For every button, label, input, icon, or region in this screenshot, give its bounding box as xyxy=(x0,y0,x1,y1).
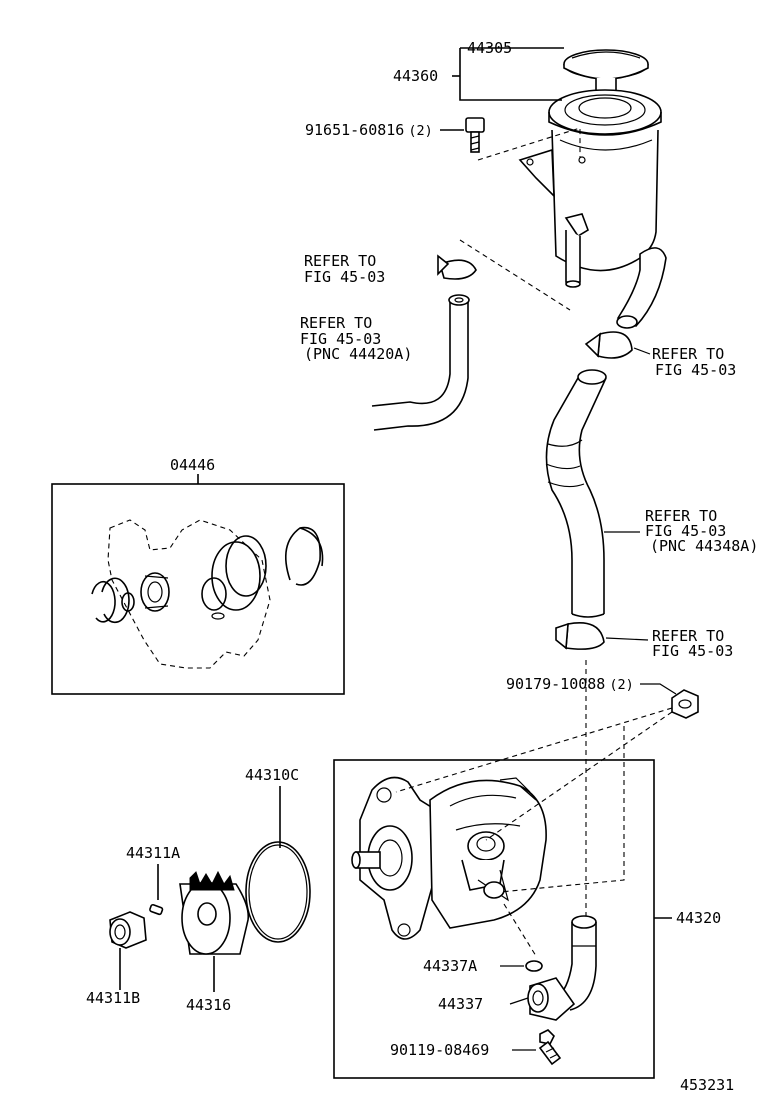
label-44320: 44320 xyxy=(676,909,721,927)
label-44360: 44360 xyxy=(393,67,438,85)
ref-clamp-right-lower-line1: REFER TO xyxy=(652,627,724,645)
label-44310C: 44310C xyxy=(245,766,299,784)
reservoir-tank[interactable] xyxy=(518,89,667,329)
leader-clamp-right-upper xyxy=(633,347,651,355)
label-90179-10088: 90179-10088(2) xyxy=(506,675,634,693)
leader-cap-reservoir xyxy=(452,47,564,101)
label-44337: 44337 xyxy=(438,995,483,1013)
clamp-right-upper[interactable] xyxy=(584,331,633,359)
ref-hose-left-line2: FIG 45-03 xyxy=(300,330,381,348)
pump-body[interactable] xyxy=(351,776,547,940)
label-90119-08469: 90119-08469 xyxy=(390,1041,489,1059)
hose-right[interactable] xyxy=(545,369,607,618)
label-44311B: 44311B xyxy=(86,989,140,1007)
label-44311A: 44311A xyxy=(126,844,180,862)
hose-left[interactable] xyxy=(371,294,470,431)
leader-union xyxy=(509,997,529,1005)
label-91651-60816: 91651-60816(2) xyxy=(305,121,433,139)
ref-hose-right-line2: FIG 45-03 xyxy=(645,522,726,540)
clamp-upper-left[interactable] xyxy=(437,254,477,280)
pump-nut[interactable] xyxy=(671,689,699,719)
ref-clamp-upper-left-line1: REFER TO xyxy=(304,252,376,270)
reservoir-cap[interactable] xyxy=(563,49,649,105)
pump-assy-box xyxy=(333,759,655,1079)
ref-clamp-right-upper-line2: FIG 45-03 xyxy=(655,361,736,379)
bushing[interactable] xyxy=(109,911,147,949)
ref-clamp-right-upper-line1: REFER TO xyxy=(652,345,724,363)
figure-number: 453231 xyxy=(680,1076,734,1094)
dashed-bolt-to-tank xyxy=(477,127,581,161)
dashed-upper-left xyxy=(459,239,571,311)
ref-hose-left-line1: REFER TO xyxy=(300,314,372,332)
gasket-kit-box xyxy=(51,483,345,695)
ref-hose-right-line1: REFER TO xyxy=(645,507,717,525)
label-44305: 44305 xyxy=(467,39,512,57)
leader-clamp-right-lower xyxy=(605,637,649,641)
label-44316: 44316 xyxy=(186,996,231,1014)
label-04446: 04446 xyxy=(170,456,215,474)
ref-clamp-right-lower-line2: FIG 45-03 xyxy=(652,642,733,660)
cam-ring[interactable] xyxy=(179,870,250,955)
cover-gasket[interactable] xyxy=(245,841,311,943)
ref-clamp-upper-left-line2: FIG 45-03 xyxy=(304,268,385,286)
ref-hose-left-line3: (PNC 44420A) xyxy=(304,345,412,363)
reservoir-bolt[interactable] xyxy=(465,117,485,153)
pin[interactable] xyxy=(149,903,164,916)
ref-hose-right-line3: (PNC 44348A) xyxy=(650,537,758,555)
union-oring[interactable] xyxy=(525,960,543,972)
label-44337A: 44337A xyxy=(423,957,477,975)
gasket-kit-contents[interactable] xyxy=(91,519,324,669)
leader-pump-nut xyxy=(640,683,677,695)
clamp-right-lower[interactable] xyxy=(555,622,605,650)
dashed-pump-lines xyxy=(395,660,673,957)
union-bolt[interactable] xyxy=(538,1029,562,1066)
